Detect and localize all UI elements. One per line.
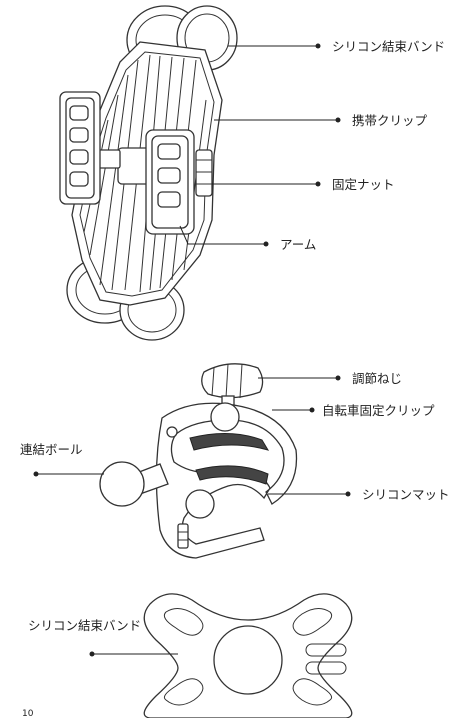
label-adjust-screw: 調節ねじ bbox=[352, 371, 402, 386]
label-silicone-mat: シリコンマット bbox=[362, 487, 450, 502]
joint-ball-illustration bbox=[99, 461, 169, 507]
loose-band-illustration bbox=[143, 593, 353, 718]
callout-adjust-screw: 調節ねじ bbox=[258, 371, 402, 386]
silicone-mat-illustration bbox=[189, 432, 270, 485]
label-bike-clip: 自転車固定クリップ bbox=[322, 403, 435, 418]
callout-loose-band: シリコン結束バンド bbox=[28, 618, 178, 657]
label-holder-band: シリコン結束バンド bbox=[332, 39, 445, 54]
phone-clip-left-illustration bbox=[59, 91, 101, 205]
callout-silicone-mat: シリコンマット bbox=[268, 487, 450, 502]
callout-joint-ball: 連結ボール bbox=[20, 442, 104, 477]
label-fix-nut: 固定ナット bbox=[332, 177, 395, 192]
label-holder-clip: 携帯クリップ bbox=[352, 113, 428, 128]
label-joint-ball: 連結ボール bbox=[20, 442, 83, 457]
callout-bike-clip: 自転車固定クリップ bbox=[272, 403, 435, 418]
callout-holder-clip: 携帯クリップ bbox=[214, 113, 428, 128]
callout-fix-nut: 固定ナット bbox=[212, 177, 395, 192]
label-arm: アーム bbox=[280, 237, 316, 252]
bike-clamp-illustration bbox=[99, 363, 298, 559]
fixing-nut-illustration bbox=[195, 149, 213, 197]
page-number: 10 bbox=[22, 709, 34, 718]
phone-holder-illustration bbox=[59, 5, 238, 341]
callout-holder-band: シリコン結束バンド bbox=[228, 39, 445, 54]
phone-clip-right-illustration bbox=[145, 129, 195, 235]
label-loose-band: シリコン結束バンド bbox=[28, 618, 141, 633]
callout-arm: アーム bbox=[179, 225, 316, 252]
